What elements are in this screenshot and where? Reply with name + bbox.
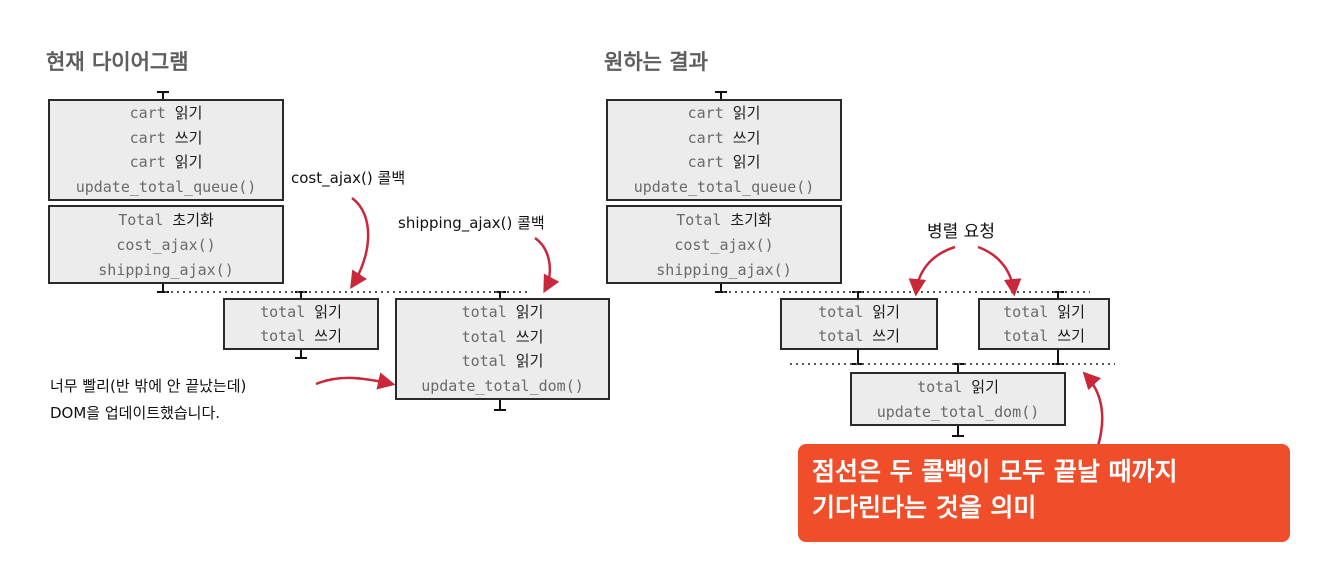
code-line: cart 읽기: [129, 104, 203, 123]
code-line: cart 읽기: [129, 153, 203, 172]
code-line: shipping_ajax(): [98, 260, 234, 279]
heading-current-diagram: 현재 다이어그램: [46, 50, 189, 74]
code-line: update_total_queue(): [75, 177, 257, 196]
annotation-cost-callback: cost_ajax() 콜백: [291, 169, 406, 187]
code-line: cart 쓰기: [129, 128, 203, 147]
left-box-cart-ops: cart 읽기 cart 쓰기 cart 읽기 update_total_que…: [48, 99, 284, 201]
right-box-shipping-callback: total 읽기 total 쓰기: [978, 298, 1110, 350]
code-line: total 읽기: [818, 303, 900, 321]
right-box-cost-callback: total 읽기 total 쓰기: [780, 298, 938, 350]
right-box-update-dom: total 읽기 update_total_dom(): [850, 372, 1066, 426]
code-line: cost_ajax(): [116, 235, 216, 254]
code-line: Total 초기화: [676, 210, 772, 229]
code-line: total 쓰기: [461, 327, 544, 346]
code-line: total 읽기: [260, 303, 342, 321]
arrow-too-fast: [315, 372, 396, 390]
code-line: total 읽기: [461, 352, 544, 371]
heading-desired-result: 원하는 결과: [604, 50, 708, 74]
arrow-callout: [1082, 371, 1104, 447]
right-box-cart-ops: cart 읽기 cart 쓰기 cart 읽기 update_total_que…: [606, 99, 842, 201]
left-box-cost-callback: total 읽기 total 쓰기: [223, 298, 379, 350]
code-line: total 읽기: [461, 303, 544, 322]
code-line: cart 읽기: [687, 104, 761, 123]
callout-line1: 점선은 두 콜백이 모두 끝날 때까지: [812, 457, 1178, 486]
code-line: cart 쓰기: [687, 128, 761, 147]
code-line: update_total_queue(): [633, 177, 815, 196]
right-box-total-init: Total 초기화 cost_ajax() shipping_ajax(): [606, 205, 842, 284]
annotation-too-fast-line2: DOM을 업데이트했습니다.: [50, 404, 221, 422]
code-line: cost_ajax(): [674, 235, 774, 254]
code-line: total 쓰기: [818, 327, 900, 345]
code-line: total 읽기: [917, 377, 999, 396]
code-line: cart 읽기: [687, 153, 761, 172]
left-box-shipping-callback: total 읽기 total 쓰기 total 읽기 update_total_…: [395, 298, 610, 400]
code-line: update_total_dom(): [421, 376, 584, 395]
arrow-shipping-callback: [534, 236, 560, 294]
callout-line2: 기다린다는 것을 의미: [812, 493, 1037, 522]
arrow-parallel-right: [977, 245, 1022, 297]
callout-dotted-line-meaning: 점선은 두 콜백이 모두 끝날 때까지 기다린다는 것을 의미: [798, 444, 1290, 542]
arrow-parallel-left: [908, 245, 956, 297]
annotation-parallel-requests: 병렬 요청: [927, 222, 995, 242]
annotation-too-fast-line1: 너무 빨리(반 밖에 안 끝났는데): [50, 377, 247, 395]
code-line: total 읽기: [1003, 303, 1085, 321]
code-line: update_total_dom(): [876, 402, 1040, 421]
code-line: shipping_ajax(): [656, 260, 792, 279]
left-box-total-init: Total 초기화 cost_ajax() shipping_ajax(): [48, 205, 284, 284]
code-line: total 쓰기: [260, 327, 342, 345]
code-line: Total 초기화: [118, 210, 214, 229]
annotation-shipping-callback: shipping_ajax() 콜백: [398, 214, 545, 232]
code-line: total 쓰기: [1003, 327, 1085, 345]
arrow-cost-callback: [350, 196, 370, 289]
